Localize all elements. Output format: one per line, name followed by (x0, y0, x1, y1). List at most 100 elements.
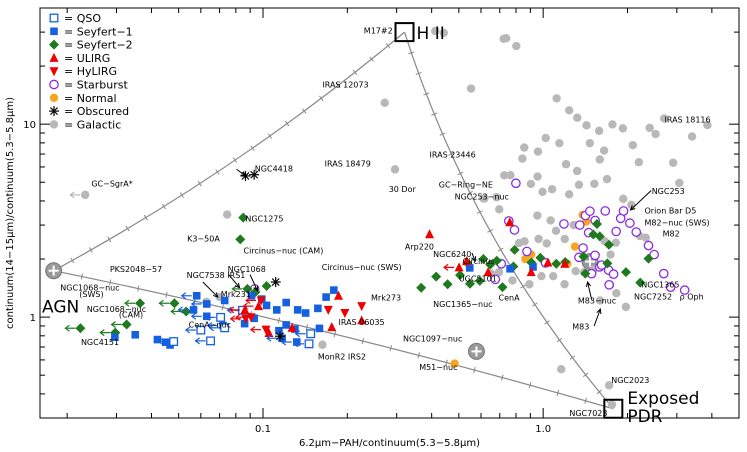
upper-limit-arrowhead (231, 285, 237, 293)
point-seyfert-2 (580, 268, 591, 279)
track-tick (584, 397, 587, 404)
point-ulirg (425, 229, 435, 239)
source-label: NGC7023 (569, 409, 607, 418)
point-galactic (607, 400, 617, 409)
point-galactic (508, 276, 517, 285)
x-tick-label: 1.0 (535, 424, 551, 435)
point-galactic (660, 114, 669, 123)
point-seyfert-2 (464, 278, 475, 289)
upper-limit-arrowhead (158, 299, 164, 307)
point-seyfert-2 (261, 280, 272, 291)
point-galactic (582, 121, 591, 130)
point-normal (521, 254, 530, 264)
point-galactic (551, 226, 561, 236)
upper-limit-arrowhead (443, 263, 449, 271)
track-tick (319, 95, 324, 102)
point-galactic (390, 165, 400, 174)
track-tick (109, 279, 112, 286)
point-hylirg (357, 302, 367, 312)
upper-limit-arrowhead (190, 300, 197, 308)
label-pointer (236, 168, 246, 177)
point-starburst (600, 206, 611, 216)
point-galactic (479, 194, 488, 203)
point-galactic (538, 187, 547, 197)
point-seyfert-2 (442, 279, 453, 290)
point-galactic (585, 138, 595, 148)
track-tick (431, 112, 438, 116)
y-axis-label: continuum(14−15μm)/continuum(5.3−5.8μm) (5, 97, 16, 329)
point-seyfert-2 (75, 323, 86, 334)
source-label: Circinus (463, 257, 495, 266)
point-seyfert-2 (491, 255, 502, 266)
point-galactic (571, 266, 580, 276)
point-seyfert-2 (635, 277, 646, 288)
source-label: NGC6240 (433, 250, 471, 259)
point-galactic (557, 365, 566, 374)
point-galactic (552, 94, 561, 103)
point-galactic (574, 180, 584, 190)
x-tick-label: 0.1 (255, 424, 271, 435)
point-galactic (703, 120, 712, 130)
track-tick (80, 273, 84, 280)
point-starburst (604, 279, 615, 290)
track-tick (415, 72, 422, 76)
point-seyfert-2 (169, 298, 180, 309)
point-galactic (618, 124, 628, 133)
track-tick (305, 324, 309, 331)
point-seyfert-2 (431, 271, 442, 282)
track-tick (532, 302, 538, 307)
point-ulirg (462, 256, 472, 266)
source-label: M83−nuc (578, 296, 616, 305)
point-galactic (222, 210, 232, 219)
point-galactic (494, 267, 504, 277)
source-label: Mrk231 (221, 290, 251, 299)
label-pointer-head (234, 282, 241, 289)
track-tick (385, 43, 391, 49)
point-galactic (595, 155, 605, 164)
asterisk-stroke (276, 332, 284, 341)
source-label: Circinus−nuc (SWS) (322, 263, 402, 272)
point-galactic (590, 179, 599, 188)
point-seyfert-1 (282, 321, 290, 329)
source-label: M82−nuc (SWS) (645, 218, 710, 227)
source-label: NGC1365−nuc (433, 300, 492, 309)
track-tick (179, 192, 184, 198)
point-galactic (628, 141, 638, 150)
asterisk-stroke (250, 170, 259, 179)
point-ulirg (543, 257, 553, 267)
point-starburst (509, 225, 520, 235)
track-tick (221, 304, 224, 311)
source-label: NGC4151 (81, 338, 119, 347)
upper-limit-arrowhead (194, 337, 200, 345)
track-tick (417, 352, 420, 359)
point-ulirg (454, 262, 464, 272)
point-seyfert-1 (111, 333, 119, 341)
point-galactic (525, 280, 534, 289)
point-seyfert-1 (330, 286, 338, 294)
source-label: NGC1068−nuc (87, 305, 146, 314)
point-galactic (573, 113, 582, 122)
track-tick (445, 359, 448, 366)
asterisk-stroke (50, 107, 58, 116)
upper-limit-arrowhead (190, 312, 197, 320)
point-galactic (675, 178, 684, 188)
point-galactic (495, 205, 504, 214)
legend-label: = Normal (64, 92, 117, 105)
point-seyfert-2 (535, 252, 546, 263)
source-label: Mrk273 (371, 294, 401, 303)
legend-marker (49, 39, 59, 50)
point-starburst (578, 243, 588, 253)
upper-limit-arrowhead (280, 338, 287, 346)
point-galactic (595, 296, 605, 305)
source-label: Circinus−nuc (CAM) (243, 247, 323, 256)
point-seyfert-2 (603, 239, 614, 250)
point-galactic (542, 239, 551, 248)
point-galactic (512, 41, 521, 51)
point-starburst (608, 269, 619, 279)
label-pointer-head (471, 256, 477, 263)
point-seyfert-2 (474, 275, 485, 286)
label-pointer (228, 274, 240, 289)
point-seyfert-1 (247, 291, 256, 300)
point-obscured (249, 169, 260, 180)
